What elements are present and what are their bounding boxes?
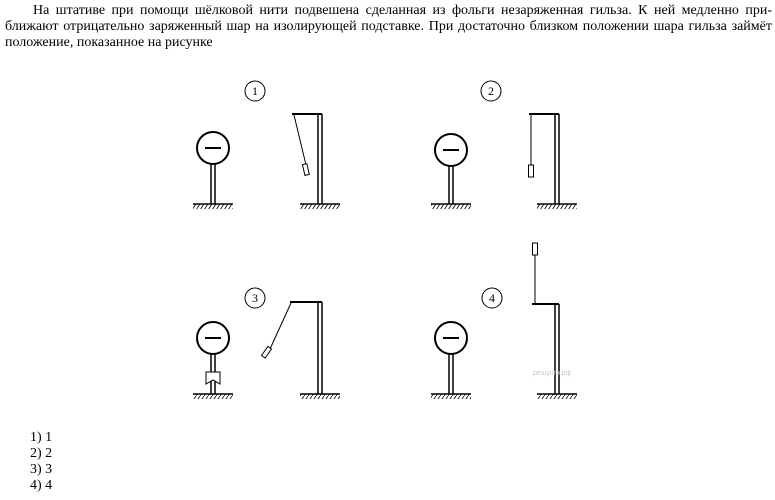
insulator-clip [205, 371, 221, 385]
variant-3: 3 [193, 287, 340, 399]
charged-ball-1 [193, 131, 233, 209]
answer-option-4[interactable]: 4) 4 [30, 478, 53, 493]
label-circle-1 [244, 80, 266, 102]
tripod-2 [528, 113, 577, 209]
label-circle-4 [481, 287, 503, 309]
variant-2: 2 [431, 80, 577, 209]
variant-4: 4 [431, 242, 577, 399]
tripod-4 [532, 242, 577, 399]
label-circle-3 [244, 287, 266, 309]
foil-sleeve-1 [301, 163, 310, 177]
question-text: На штативе при помощи шёлковой нити подв… [5, 3, 772, 50]
variant-1: 1 [193, 80, 340, 209]
answer-option-3[interactable]: 3) 3 [30, 462, 53, 477]
variant-4-label: 4 [489, 291, 495, 305]
watermark: решуогэ.рф [533, 370, 572, 377]
tripod-3 [260, 301, 340, 399]
answer-option-1[interactable]: 1) 1 [30, 430, 53, 445]
foil-sleeve-2 [528, 164, 534, 178]
charged-ball-4 [431, 321, 471, 399]
tripod-1 [292, 113, 340, 209]
charged-ball-2 [431, 133, 471, 209]
foil-sleeve-3 [260, 345, 273, 359]
answer-option-2[interactable]: 2) 2 [30, 446, 53, 461]
variant-3-label: 3 [252, 291, 258, 305]
charged-ball-3 [193, 321, 233, 399]
foil-sleeve-4 [532, 242, 538, 256]
label-circle-2 [480, 80, 502, 102]
answer-options: 1) 1 2) 2 3) 3 4) 4 [30, 430, 52, 494]
variant-1-label: 1 [252, 84, 258, 98]
variant-2-label: 2 [488, 84, 494, 98]
